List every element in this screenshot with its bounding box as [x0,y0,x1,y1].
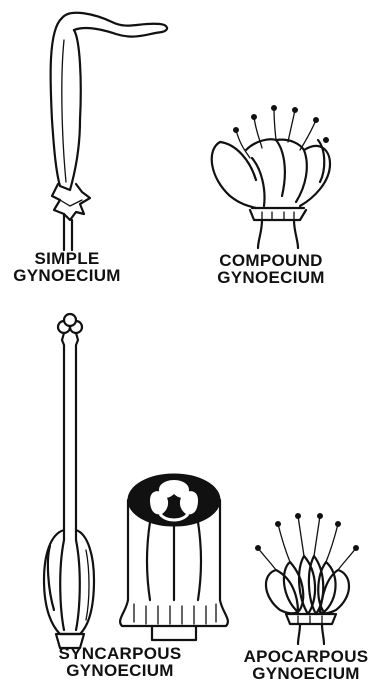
syncarpous-label-line1: SYNCARPOUS [40,645,200,662]
syncarpous-label-line2: GYNOECIUM [40,662,200,679]
compound-gynoecium-label: COMPOUND GYNOECIUM [196,252,346,286]
simple-label-line1: SIMPLE [2,250,132,267]
simple-gynoecium-drawing [51,13,168,250]
apocarpous-gynoecium-drawing [256,514,359,645]
simple-gynoecium-label: SIMPLE GYNOECIUM [2,250,132,284]
apocarpous-label-line2: GYNOECIUM [232,665,380,682]
apocarpous-gynoecium-label: APOCARPOUS GYNOECIUM [232,648,380,682]
syncarpous-ovary-drawing [120,474,228,640]
syncarpous-gynoecium-label: SYNCARPOUS GYNOECIUM [40,645,200,679]
compound-label-line1: COMPOUND [196,252,346,269]
simple-label-line2: GYNOECIUM [2,267,132,284]
syncarpous-style-drawing [44,314,94,648]
compound-label-line2: GYNOECIUM [196,269,346,286]
apocarpous-label-line1: APOCARPOUS [232,648,380,665]
compound-gynoecium-drawing [212,106,330,249]
